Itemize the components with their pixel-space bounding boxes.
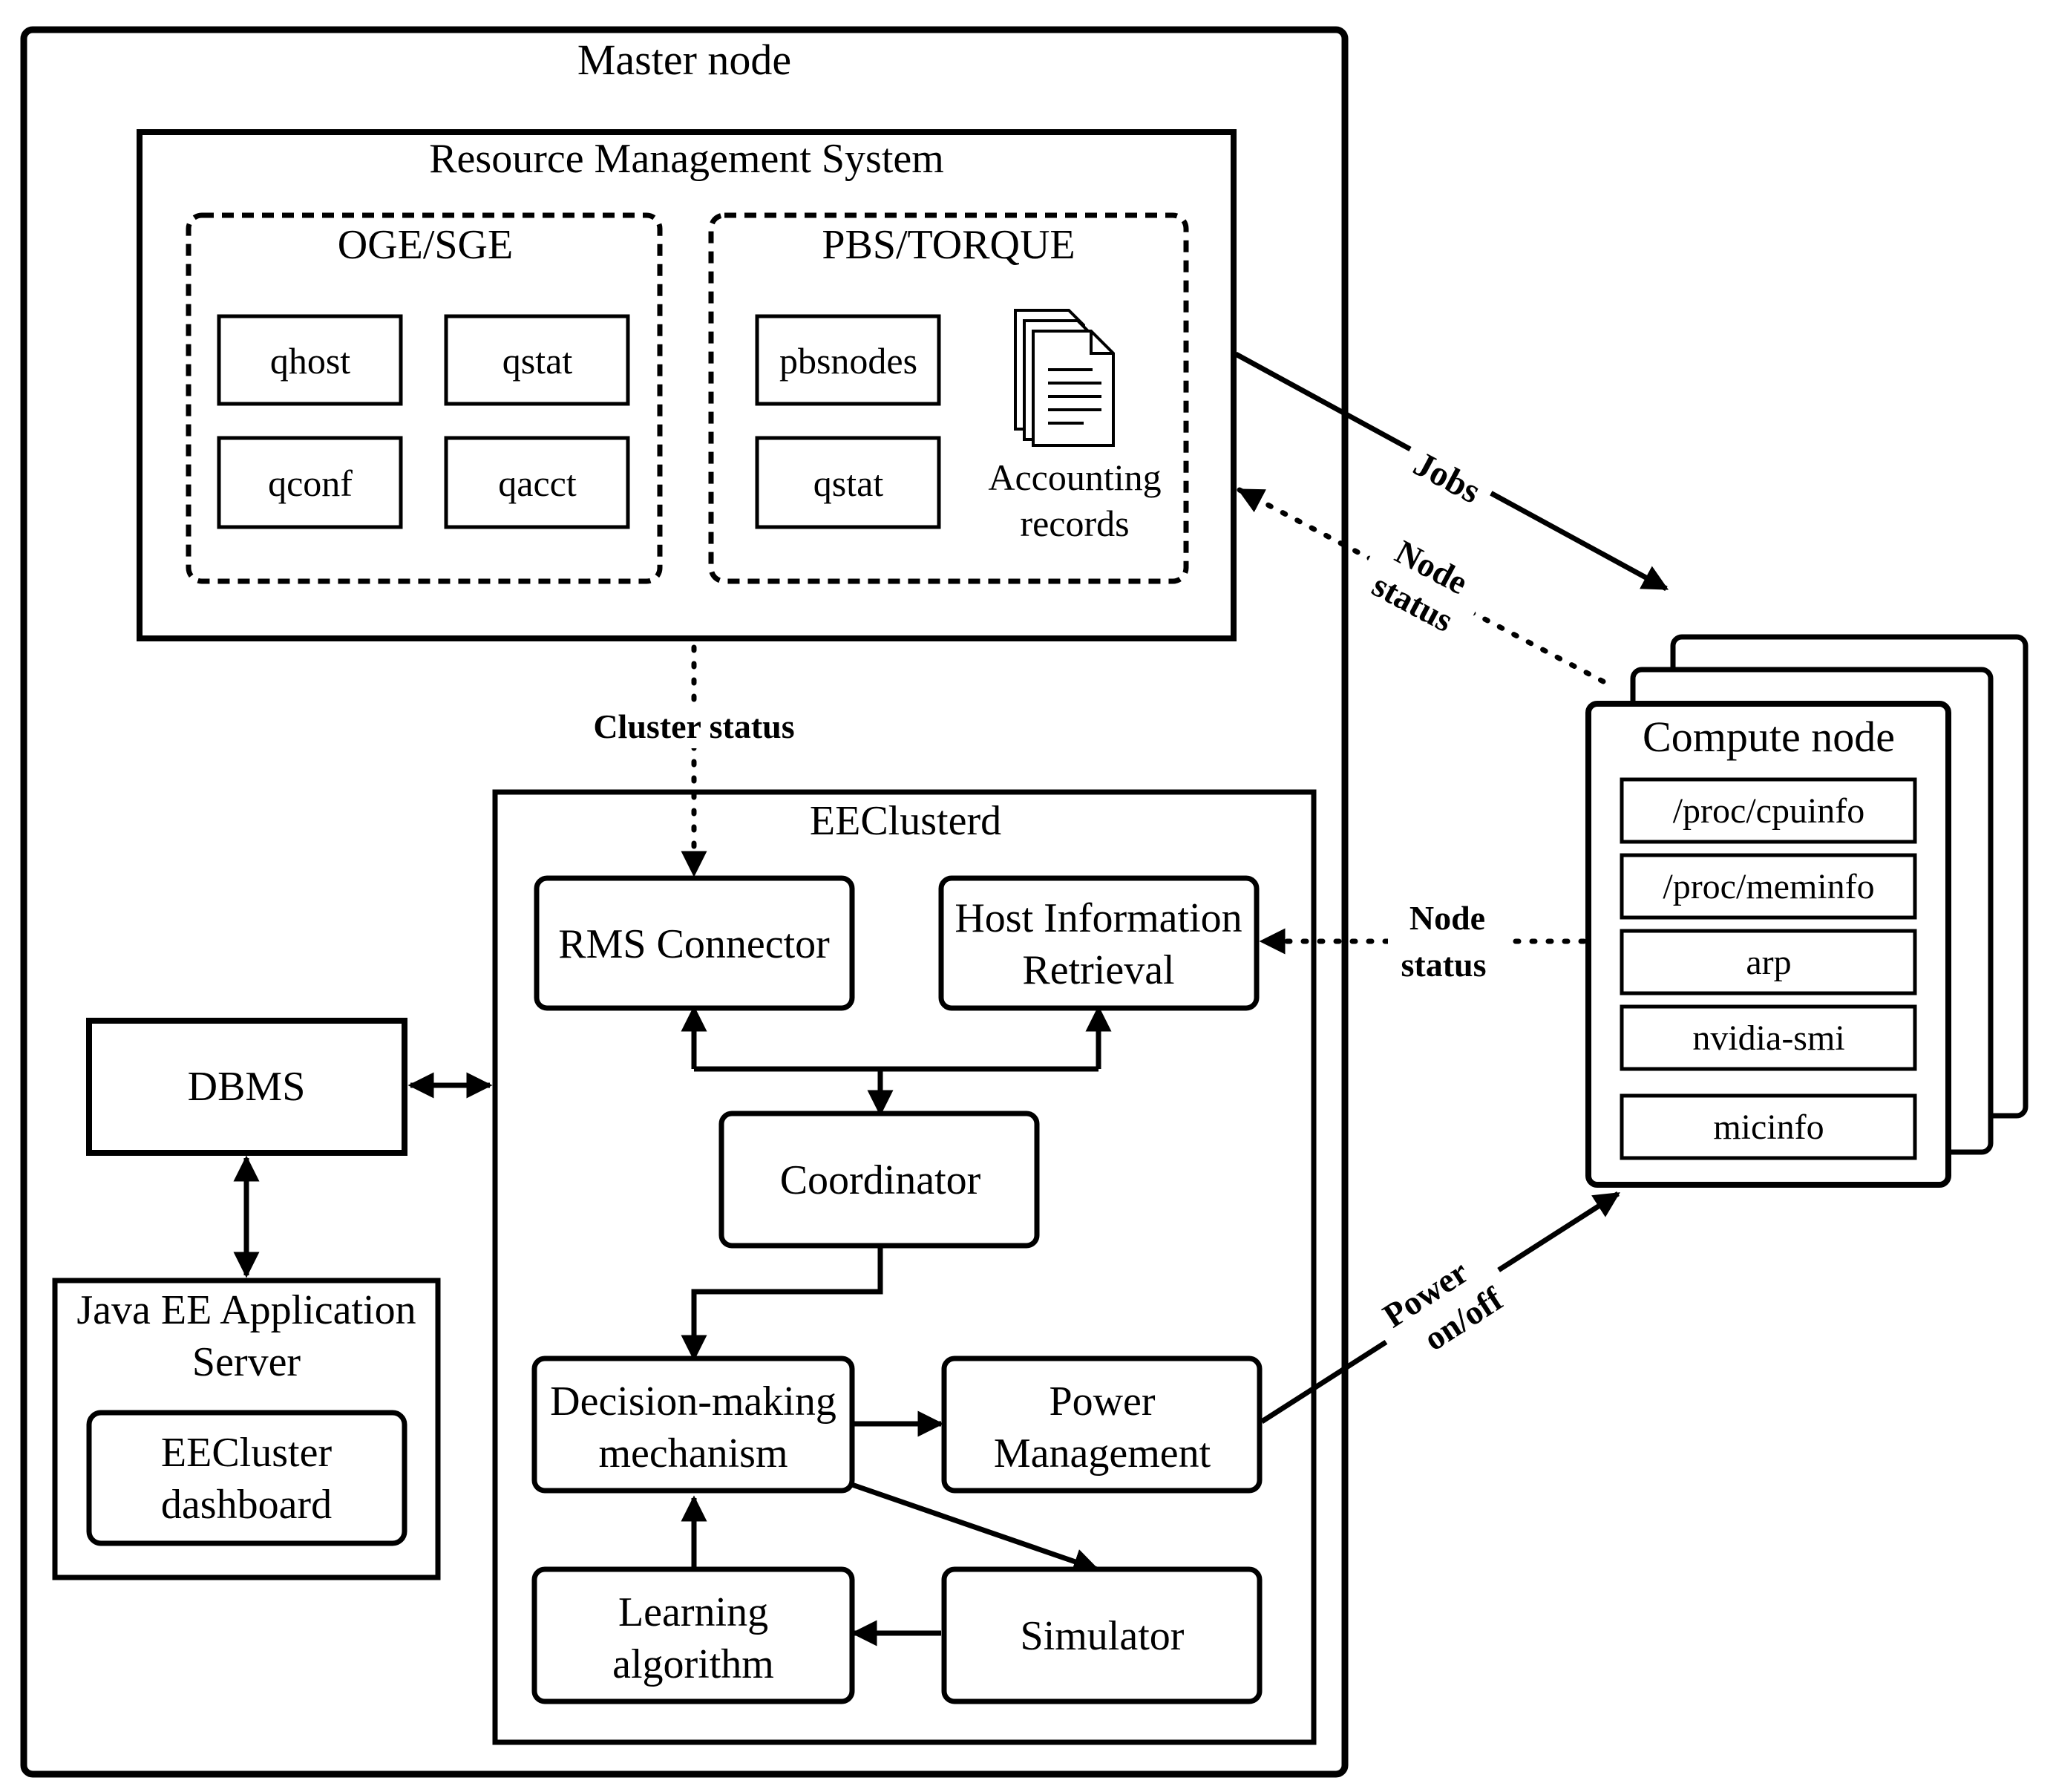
dashboard-line2: dashboard bbox=[161, 1482, 332, 1528]
compute-node-stack: Compute node /proc/cpuinfo /proc/meminfo… bbox=[1585, 634, 2029, 1188]
arp-label: arp bbox=[1746, 943, 1791, 982]
jobs-label-group: Jobs bbox=[1396, 431, 1502, 519]
micinfo-label: micinfo bbox=[1713, 1108, 1824, 1147]
cluster-status-label: Cluster status bbox=[593, 707, 794, 745]
nvidia-smi-box bbox=[1620, 1004, 1917, 1071]
pbsnodes-box bbox=[755, 314, 941, 406]
pbs-torque-title: PBS/TORQUE bbox=[822, 222, 1075, 268]
eeclusterd-connectors bbox=[681, 1005, 1112, 1647]
cpuinfo-box bbox=[1620, 777, 1917, 844]
cpuinfo-label: /proc/cpuinfo bbox=[1673, 791, 1865, 831]
qhost-box bbox=[217, 314, 403, 406]
node-status-mid-line1: Node bbox=[1409, 899, 1485, 937]
qconf-label: qconf bbox=[268, 462, 353, 504]
qacct-label: qacct bbox=[498, 462, 577, 504]
host-info-line2: Retrieval bbox=[1022, 947, 1174, 993]
cluster-status-label-group: Cluster status bbox=[579, 704, 809, 748]
rms-title: Resource Management System bbox=[429, 136, 944, 182]
qconf-box bbox=[217, 436, 403, 529]
learning-algorithm-box: Learning algorithm bbox=[531, 1566, 855, 1704]
dbms-box: DBMS bbox=[86, 1018, 407, 1156]
arp-box bbox=[1620, 929, 1917, 995]
rms-connector-label: RMS Connector bbox=[558, 921, 830, 967]
qstat-pbs-label: qstat bbox=[813, 462, 884, 504]
coordinator-label: Coordinator bbox=[780, 1157, 981, 1203]
qstat-oge-box bbox=[444, 314, 630, 406]
document-stack-icon bbox=[1014, 309, 1115, 447]
host-information-retrieval-box: Host Information Retrieval bbox=[938, 875, 1260, 1011]
qstat-pbs-box bbox=[755, 436, 941, 529]
qhost-label: qhost bbox=[270, 340, 350, 382]
meminfo-box bbox=[1620, 853, 1917, 920]
simulator-box: Simulator bbox=[941, 1566, 1263, 1704]
accounting-records-line1: Accounting bbox=[988, 457, 1161, 498]
node-status-mid-line2: status bbox=[1401, 946, 1486, 984]
dbms-links bbox=[233, 1072, 493, 1278]
javaee-line1: Java EE Application bbox=[76, 1287, 416, 1333]
meminfo-label: /proc/meminfo bbox=[1663, 867, 1874, 906]
rms-connector-box: RMS Connector bbox=[534, 875, 855, 1011]
qstat-oge-label: qstat bbox=[502, 340, 573, 382]
power-management-box: Power Management bbox=[941, 1356, 1263, 1494]
power-management-line2: Management bbox=[994, 1430, 1211, 1477]
accounting-records-line2: records bbox=[1020, 503, 1129, 544]
coordinator-box: Coordinator bbox=[718, 1111, 1040, 1249]
learning-algorithm-line1: Learning bbox=[618, 1589, 768, 1635]
pbs-torque-group: PBS/TORQUE pbsnodes qstat Accounting rec… bbox=[708, 212, 1189, 584]
power-management-line1: Power bbox=[1049, 1379, 1155, 1425]
qacct-box bbox=[444, 436, 630, 529]
compute-node-title: Compute node bbox=[1643, 713, 1895, 761]
dbms-label: DBMS bbox=[188, 1064, 306, 1110]
learning-algorithm-line2: algorithm bbox=[612, 1641, 774, 1687]
dashboard-line1: EECluster bbox=[161, 1430, 333, 1476]
host-info-line1: Host Information bbox=[955, 895, 1242, 941]
decision-making-line2: mechanism bbox=[598, 1430, 788, 1477]
eeclusterd-title: EEClusterd bbox=[810, 798, 1001, 844]
decision-making-box: Decision-making mechanism bbox=[531, 1356, 855, 1494]
oge-sge-group: OGE/SGE qhost qstat qconf qacct bbox=[186, 212, 663, 584]
nvidia-smi-label: nvidia-smi bbox=[1692, 1018, 1844, 1058]
node-status-mid-label-group: Node status bbox=[1388, 897, 1507, 989]
power-onoff-label-group: Power on/off bbox=[1360, 1229, 1522, 1379]
master-node-title: Master node bbox=[577, 36, 791, 84]
oge-sge-title: OGE/SGE bbox=[338, 222, 513, 268]
simulator-label: Simulator bbox=[1021, 1613, 1185, 1659]
eecluster-dashboard-box: EECluster dashboard bbox=[86, 1410, 407, 1546]
node-status-top-label-group: Node status bbox=[1350, 511, 1499, 649]
pbsnodes-label: pbsnodes bbox=[779, 340, 917, 382]
decision-making-line1: Decision-making bbox=[550, 1379, 836, 1425]
javaee-line2: Server bbox=[192, 1339, 301, 1385]
micinfo-box bbox=[1620, 1093, 1917, 1160]
node-status-arrow-top bbox=[1237, 487, 1606, 684]
